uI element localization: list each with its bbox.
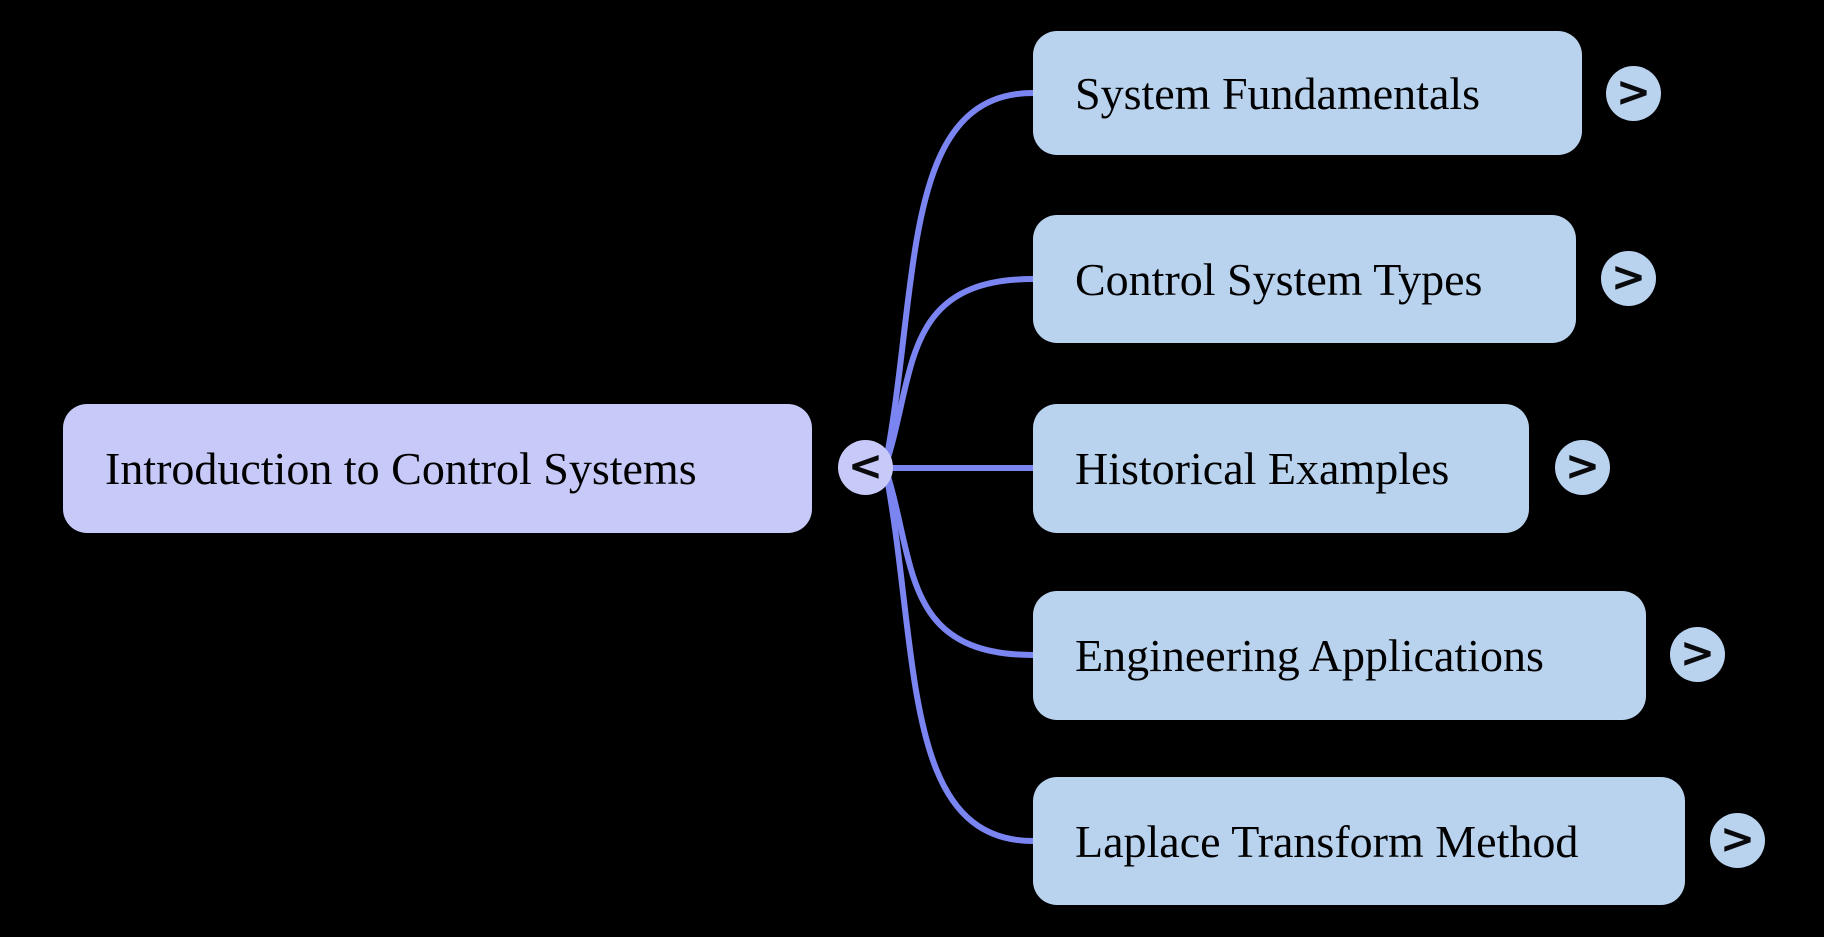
expand-button-laplace-transform-method[interactable]: > [1710, 813, 1765, 868]
chevron-right-icon: > [1615, 66, 1652, 116]
node-child-control-system-types[interactable]: Control System Types [1033, 215, 1576, 343]
expand-button-engineering-applications[interactable]: > [1670, 627, 1725, 682]
edge-root-to-child-0 [882, 90, 1034, 468]
edge-root-to-child-1 [882, 276, 1034, 468]
chevron-left-icon: < [847, 440, 884, 490]
chevron-right-icon: > [1679, 627, 1716, 677]
node-child-laplace-transform-method[interactable]: Laplace Transform Method [1033, 777, 1685, 905]
node-root-label: Introduction to Control Systems [105, 443, 697, 494]
collapse-button-root[interactable]: < [838, 440, 893, 495]
chevron-right-icon: > [1610, 251, 1647, 301]
edge-root-to-child-3 [882, 466, 1034, 658]
node-root[interactable]: Introduction to Control Systems [63, 404, 812, 533]
node-child-engineering-applications[interactable]: Engineering Applications [1033, 591, 1646, 720]
node-child-system-fundamentals[interactable]: System Fundamentals [1033, 31, 1582, 155]
node-label: Control System Types [1075, 253, 1483, 305]
node-label: Historical Examples [1075, 443, 1450, 494]
node-label: Laplace Transform Method [1075, 815, 1579, 867]
chevron-right-icon: > [1719, 813, 1756, 863]
node-label: Engineering Applications [1075, 630, 1544, 681]
chevron-right-icon: > [1564, 440, 1601, 490]
edge-root-to-child-4 [882, 466, 1034, 844]
node-label: System Fundamentals [1075, 67, 1481, 119]
expand-button-control-system-types[interactable]: > [1601, 251, 1656, 306]
node-child-historical-examples[interactable]: Historical Examples [1033, 404, 1529, 533]
expand-button-historical-examples[interactable]: > [1555, 440, 1610, 495]
expand-button-system-fundamentals[interactable]: > [1606, 66, 1661, 121]
